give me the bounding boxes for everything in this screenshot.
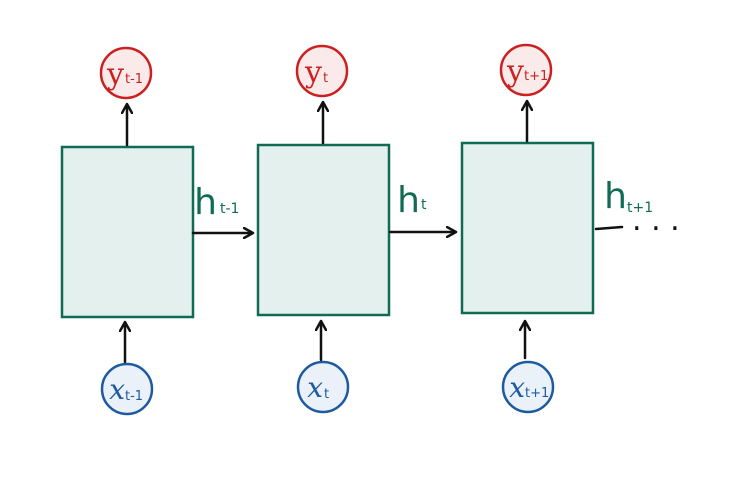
hidden-label-3: h (604, 176, 627, 217)
svg-text:t-1: t-1 (220, 201, 239, 217)
svg-text:y: y (106, 57, 124, 92)
output-subscript-2: t (323, 71, 328, 86)
output-subscript-3: t+1 (524, 69, 548, 84)
output-node-2: y t (295, 44, 349, 98)
input-subscript-2: t (324, 387, 329, 402)
hidden-label-1: h (194, 182, 217, 223)
svg-text:t-1: t-1 (125, 389, 143, 404)
svg-text:x: x (307, 371, 323, 404)
hidden-state-3: h t+1 . . . (594, 176, 680, 238)
svg-text:t: t (324, 387, 329, 402)
hidden-subscript-1: t-1 (220, 201, 239, 217)
input-subscript-1: t-1 (125, 389, 143, 404)
cell-box-1 (60, 145, 195, 319)
hidden-state-2: h t (388, 180, 455, 232)
output-label-1: y (106, 57, 124, 92)
cell-box-3 (460, 141, 595, 315)
input-label-1: x (109, 373, 125, 406)
svg-text:t: t (323, 71, 328, 86)
continuation-ellipsis: . . . (632, 203, 680, 238)
svg-text:t+1: t+1 (525, 386, 549, 401)
svg-text:y: y (304, 55, 322, 90)
svg-text:h: h (397, 180, 420, 221)
output-node-1: y t-1 (99, 46, 153, 100)
input-node-1: x t-1 (100, 362, 154, 416)
output-label-2: y (304, 55, 322, 90)
svg-text:t-1: t-1 (125, 72, 143, 87)
svg-text:t: t (421, 197, 427, 213)
hidden-stub-3 (594, 225, 624, 231)
input-label-2: x (307, 371, 323, 404)
cell-box-2 (256, 143, 391, 317)
output-node-3: y t+1 (499, 43, 553, 97)
hidden-state-1: h t-1 (191, 182, 252, 233)
hidden-label-2: h (397, 180, 420, 221)
hidden-subscript-2: t (421, 197, 427, 213)
svg-text:y: y (506, 54, 524, 89)
input-subscript-3: t+1 (525, 386, 549, 401)
svg-text:t+1: t+1 (524, 69, 548, 84)
input-node-3: x t+1 (501, 360, 555, 414)
rnn-cell-2: y t x t h t (256, 44, 455, 414)
hidden-subscript-3: t+1 (627, 200, 653, 216)
svg-text:h: h (194, 182, 217, 223)
rnn-cell-3: y t+1 x t+1 h t+1 . . . (460, 43, 680, 414)
rnn-cell-1: y t-1 x t-1 h t-1 (60, 46, 252, 416)
input-node-2: x t (296, 360, 350, 414)
output-subscript-1: t-1 (125, 72, 143, 87)
svg-text:h: h (604, 176, 627, 217)
output-label-3: y (506, 54, 524, 89)
svg-text:x: x (109, 373, 125, 406)
input-label-3: x (509, 371, 525, 404)
svg-text:x: x (509, 371, 525, 404)
svg-text:t+1: t+1 (627, 200, 653, 216)
